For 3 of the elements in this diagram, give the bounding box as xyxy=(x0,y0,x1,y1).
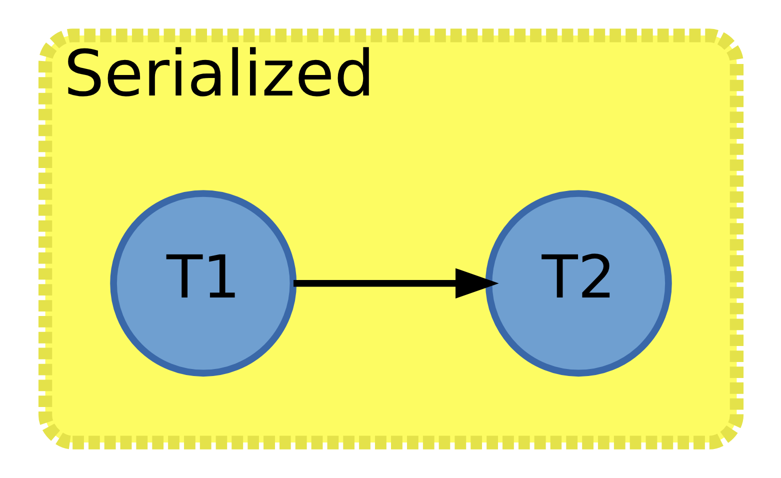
node-circle: T2 xyxy=(484,190,672,377)
node-circle: T1 xyxy=(110,190,296,377)
arrow xyxy=(293,268,498,298)
